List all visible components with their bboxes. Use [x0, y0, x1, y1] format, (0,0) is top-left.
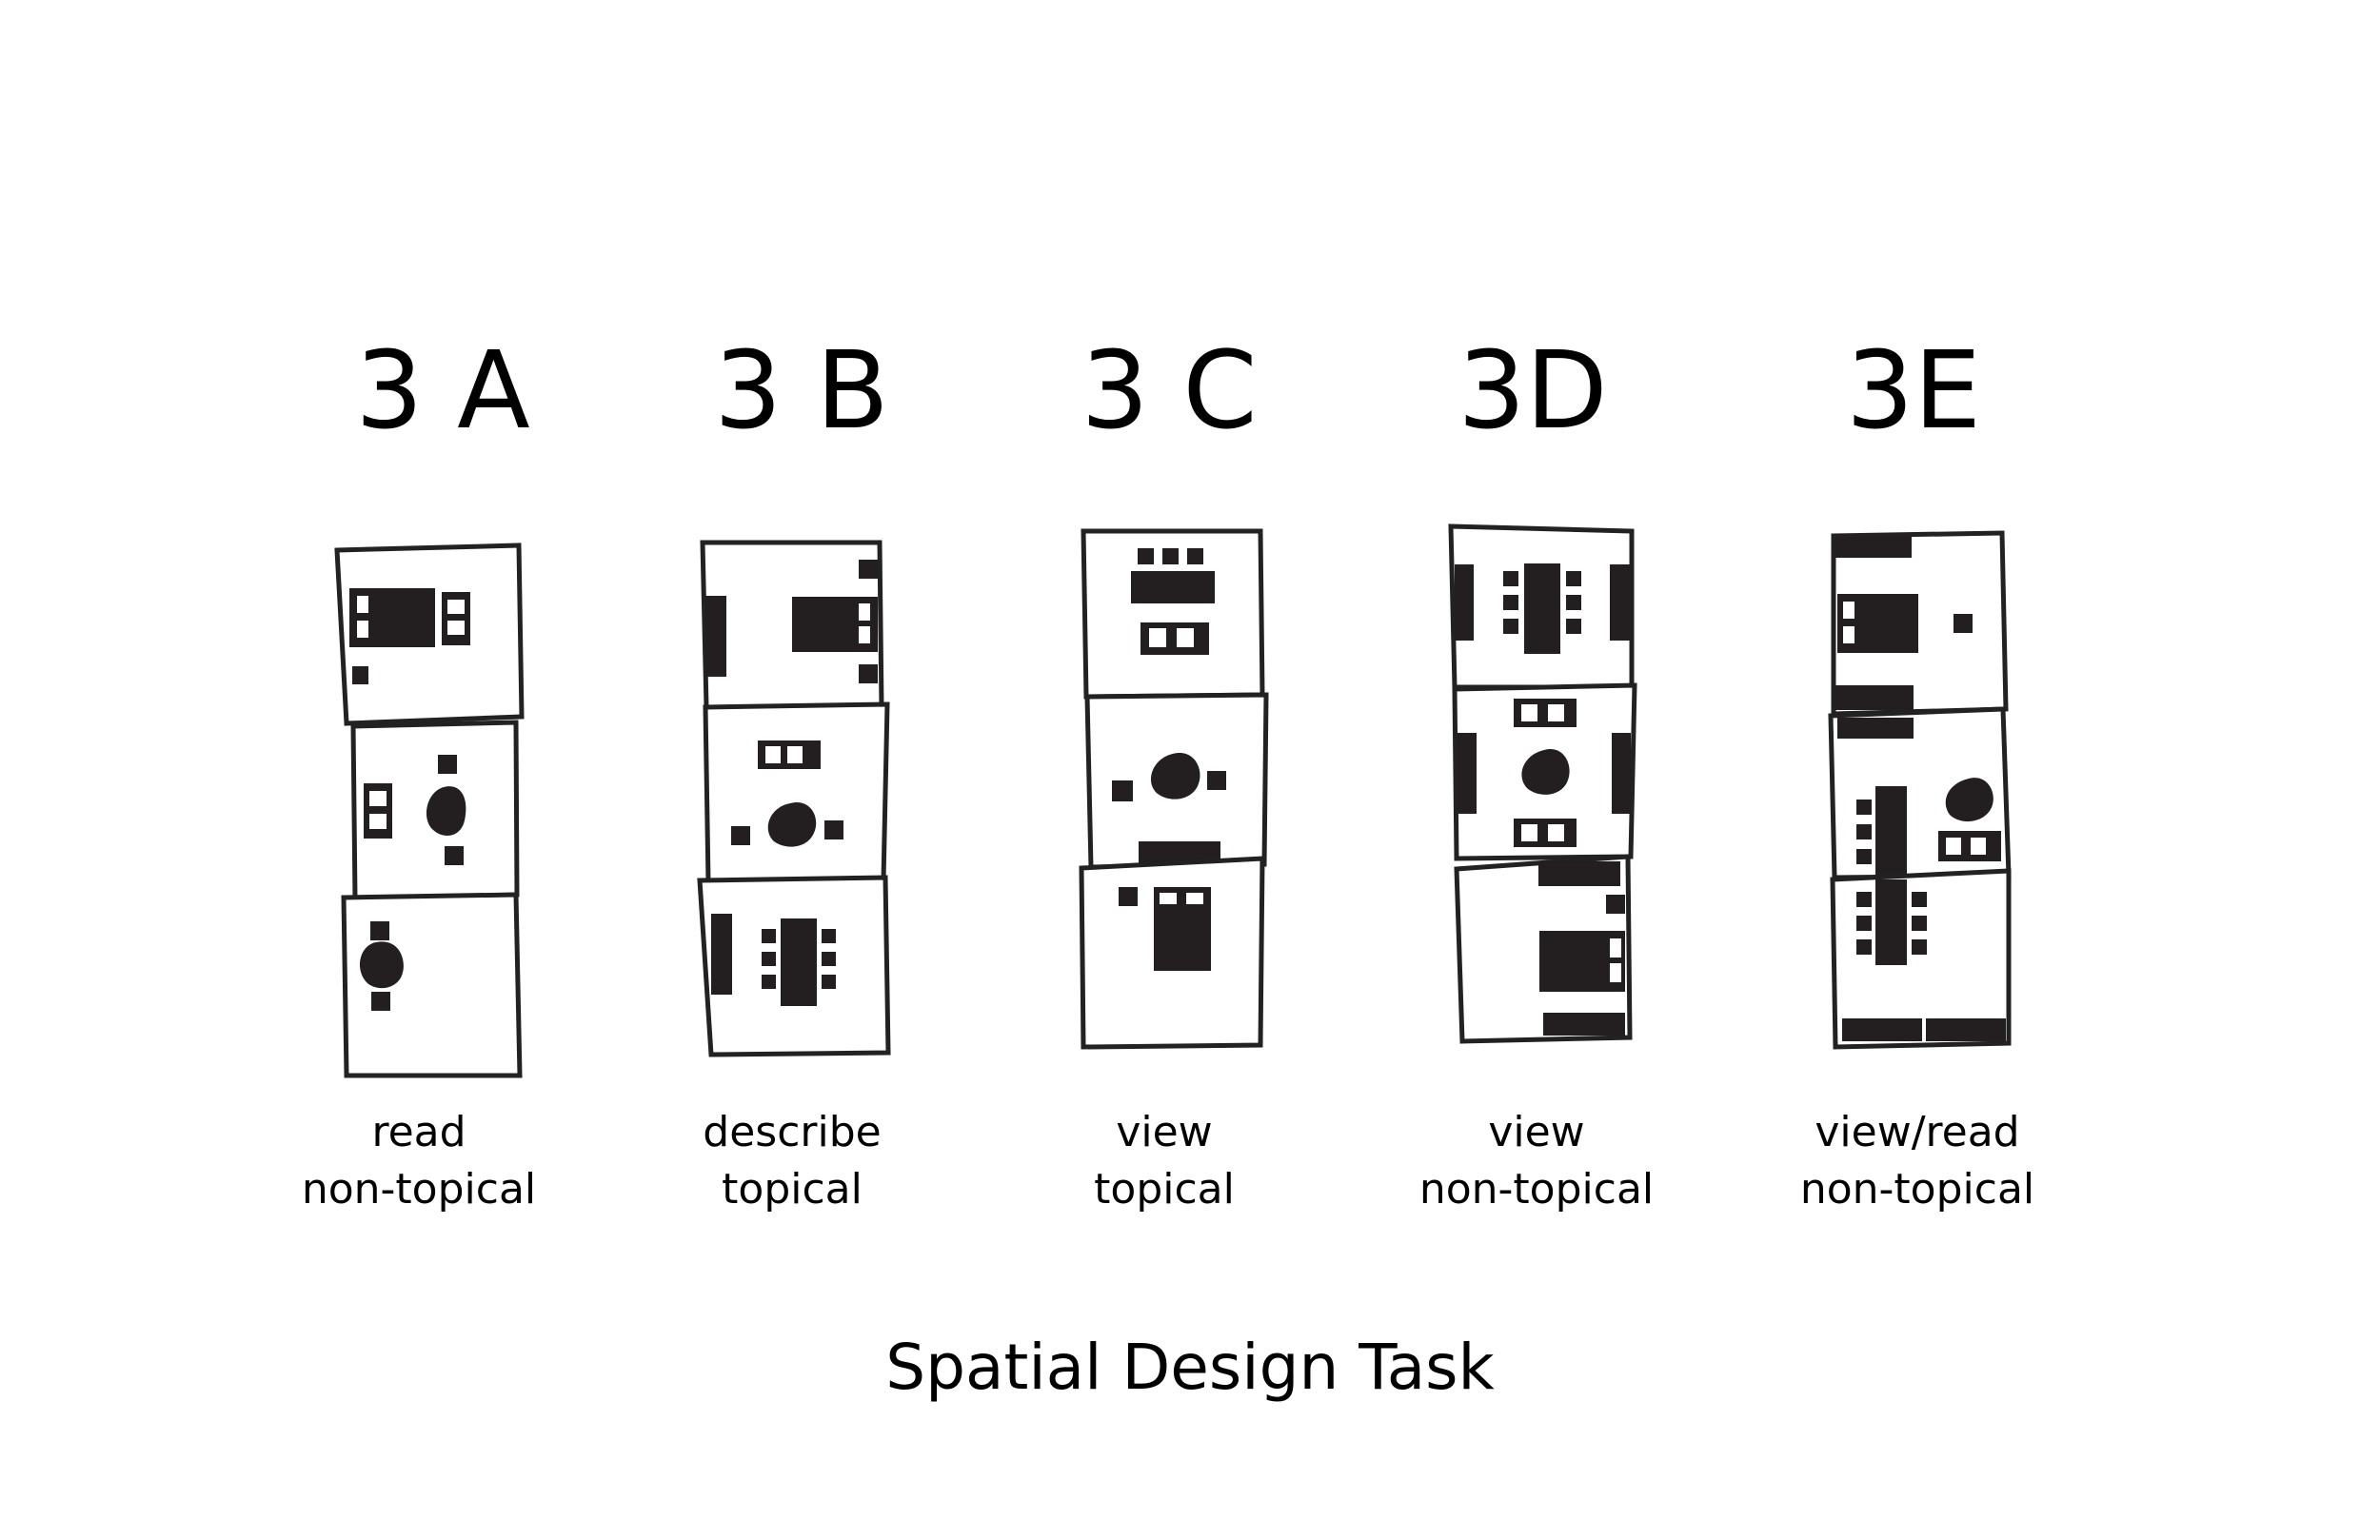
caption-3b-line1: describe — [703, 1108, 882, 1156]
plan-3d — [1448, 523, 1637, 1044]
caption-3d-line1: view — [1488, 1108, 1585, 1156]
caption-3e: view/read non-topical — [1698, 1104, 2136, 1218]
diagram-title: Spatial Design Task — [885, 1331, 1495, 1404]
room-3b-bedroom — [700, 540, 884, 710]
caption-3a: read non-topical — [200, 1104, 638, 1218]
caption-3a-line2: non-topical — [301, 1165, 537, 1214]
room-3b-dining — [697, 875, 891, 1057]
plan-3b — [697, 540, 891, 1057]
caption-3a-line1: read — [371, 1108, 466, 1156]
room-3e-bedroom — [1831, 530, 2009, 717]
room-3c-living — [1084, 692, 1269, 870]
caption-3e-line2: non-topical — [1799, 1165, 2035, 1214]
plan-3c — [1079, 528, 1269, 1050]
plan-3a — [334, 543, 525, 1078]
room-3b-living — [703, 701, 890, 885]
room-3d-bedroom — [1454, 854, 1633, 1044]
variant-title-3c: 3 C — [1081, 329, 1258, 453]
room-3c-dining — [1081, 528, 1265, 700]
caption-3b-line2: topical — [722, 1165, 863, 1214]
room-3c-bedroom — [1079, 856, 1265, 1050]
room-3d-living — [1452, 682, 1637, 861]
room-3a-dining — [341, 892, 523, 1078]
room-3a-living — [350, 720, 520, 902]
caption-3c: view topical — [945, 1104, 1383, 1218]
variant-title-3b: 3 B — [714, 329, 889, 453]
room-3a-bedroom — [334, 543, 525, 726]
caption-3d-line2: non-topical — [1418, 1165, 1655, 1214]
variant-title-3a: 3 A — [355, 329, 530, 453]
caption-3e-line1: view/read — [1815, 1108, 2020, 1156]
caption-3b: describe topical — [573, 1104, 1011, 1218]
plan-3e — [1828, 530, 2012, 1050]
variant-title-3d: 3D — [1458, 329, 1608, 453]
caption-3d: view non-topical — [1318, 1104, 1755, 1218]
caption-3c-line1: view — [1116, 1108, 1213, 1156]
variant-title-3e: 3E — [1845, 329, 1982, 453]
caption-3c-line2: topical — [1094, 1165, 1235, 1214]
room-3e-lower — [1830, 868, 2012, 1050]
room-3d-dining — [1448, 523, 1635, 690]
